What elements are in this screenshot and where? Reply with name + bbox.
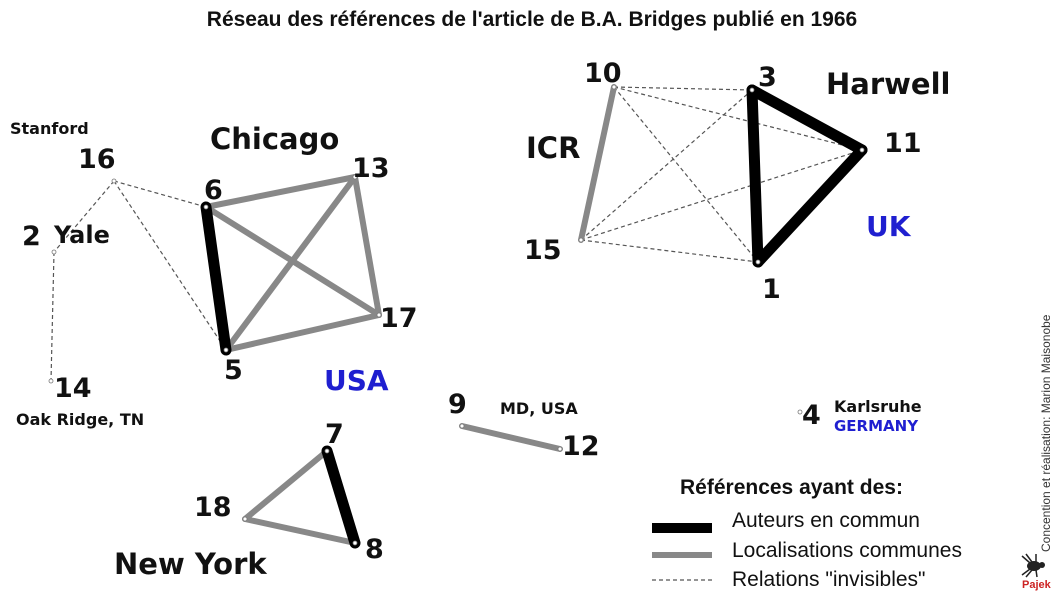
node-11 (859, 147, 865, 153)
node-label-2: 2 (22, 221, 41, 252)
edge-7-18 (242, 448, 330, 522)
edge-2-14 (50, 251, 55, 382)
edge-7-8 (321, 445, 361, 549)
edge-9-12 (459, 423, 563, 452)
node-label-16: 16 (78, 144, 116, 175)
credit-text: Concention et réalisation: Marion Maison… (1039, 314, 1053, 552)
diagram-title: Réseau des références de l'article de B.… (206, 8, 858, 31)
node-label-14: 14 (54, 373, 92, 404)
node-label-6: 6 (204, 175, 223, 206)
country-germany: GERMANY (834, 417, 919, 435)
spider-icon (1021, 553, 1045, 578)
place-md-usa: MD, USA (500, 399, 578, 418)
pajek-logo-text: Pajek (1022, 579, 1052, 591)
node-7 (324, 448, 330, 454)
place-chicago: Chicago (210, 122, 339, 156)
node-label-12: 12 (562, 431, 600, 462)
node-6 (203, 204, 209, 210)
node-16 (111, 178, 117, 184)
edge-6-5 (200, 201, 232, 356)
country-usa: USA (324, 364, 389, 397)
node-4 (797, 409, 803, 415)
node-label-3: 3 (758, 62, 777, 93)
node-label-9: 9 (448, 389, 467, 420)
node-label-17: 17 (380, 303, 418, 334)
node-5 (223, 347, 229, 353)
node-12 (557, 446, 563, 452)
node-17 (376, 312, 382, 318)
legend-label-invisible: Relations "invisibles" (732, 568, 926, 591)
edge-10-15 (578, 84, 617, 243)
node-13 (352, 174, 358, 180)
edge-5-13 (223, 174, 358, 353)
node-9 (459, 423, 465, 429)
edge-15-11 (580, 149, 863, 241)
node-8 (352, 540, 358, 546)
edge-6-13 (203, 174, 358, 210)
node-label-5: 5 (224, 355, 243, 386)
edge-10-1 (613, 86, 759, 263)
edge-16-2 (53, 180, 115, 253)
edge-3-1 (746, 84, 764, 268)
place-oak-ridge: Oak Ridge, TN (16, 410, 144, 429)
edge-10-11 (613, 86, 863, 151)
node-label-15: 15 (524, 235, 562, 266)
node-14 (48, 378, 54, 384)
node-label-11: 11 (884, 128, 922, 159)
node-label-13: 13 (352, 153, 390, 184)
place-harwell: Harwell (826, 67, 950, 101)
node-18 (242, 516, 248, 522)
edge-5-17 (223, 312, 382, 353)
edge-layer (50, 84, 868, 549)
edge-3-11 (746, 84, 868, 156)
legend-title: Références ayant des: (680, 476, 903, 499)
node-label-8: 8 (365, 534, 384, 565)
node-label-18: 18 (194, 492, 232, 523)
edge-18-8 (242, 516, 358, 546)
node-2 (51, 249, 57, 255)
place-yale: Yale (53, 221, 110, 249)
node-10 (611, 84, 617, 90)
node-3 (749, 87, 755, 93)
pajek-logo: Pajek (1021, 553, 1052, 591)
legend-label-location: Localisations communes (732, 539, 962, 562)
node-layer (48, 84, 865, 546)
place-new-york: New York (114, 547, 267, 581)
place-icr: ICR (526, 131, 580, 165)
node-1 (755, 259, 761, 265)
node-label-1: 1 (762, 274, 781, 305)
place-stanford: Stanford (10, 119, 89, 138)
legend: Références ayant des: Auteurs en commun … (652, 476, 962, 591)
edge-10-3 (613, 86, 753, 91)
node-label-4: 4 (802, 400, 821, 431)
edge-15-3 (580, 89, 753, 241)
edge-16-5 (113, 180, 227, 351)
edge-11-1 (752, 144, 868, 268)
node-label-10: 10 (584, 58, 622, 89)
edge-15-1 (580, 239, 759, 263)
legend-label-authors: Auteurs en commun (732, 509, 920, 532)
edge-16-6 (113, 180, 207, 208)
node-15 (578, 237, 584, 243)
node-label-7: 7 (325, 419, 344, 450)
country-uk: UK (866, 210, 912, 243)
edge-13-17 (352, 174, 382, 318)
place-karlsruhe: Karlsruhe (834, 397, 922, 416)
